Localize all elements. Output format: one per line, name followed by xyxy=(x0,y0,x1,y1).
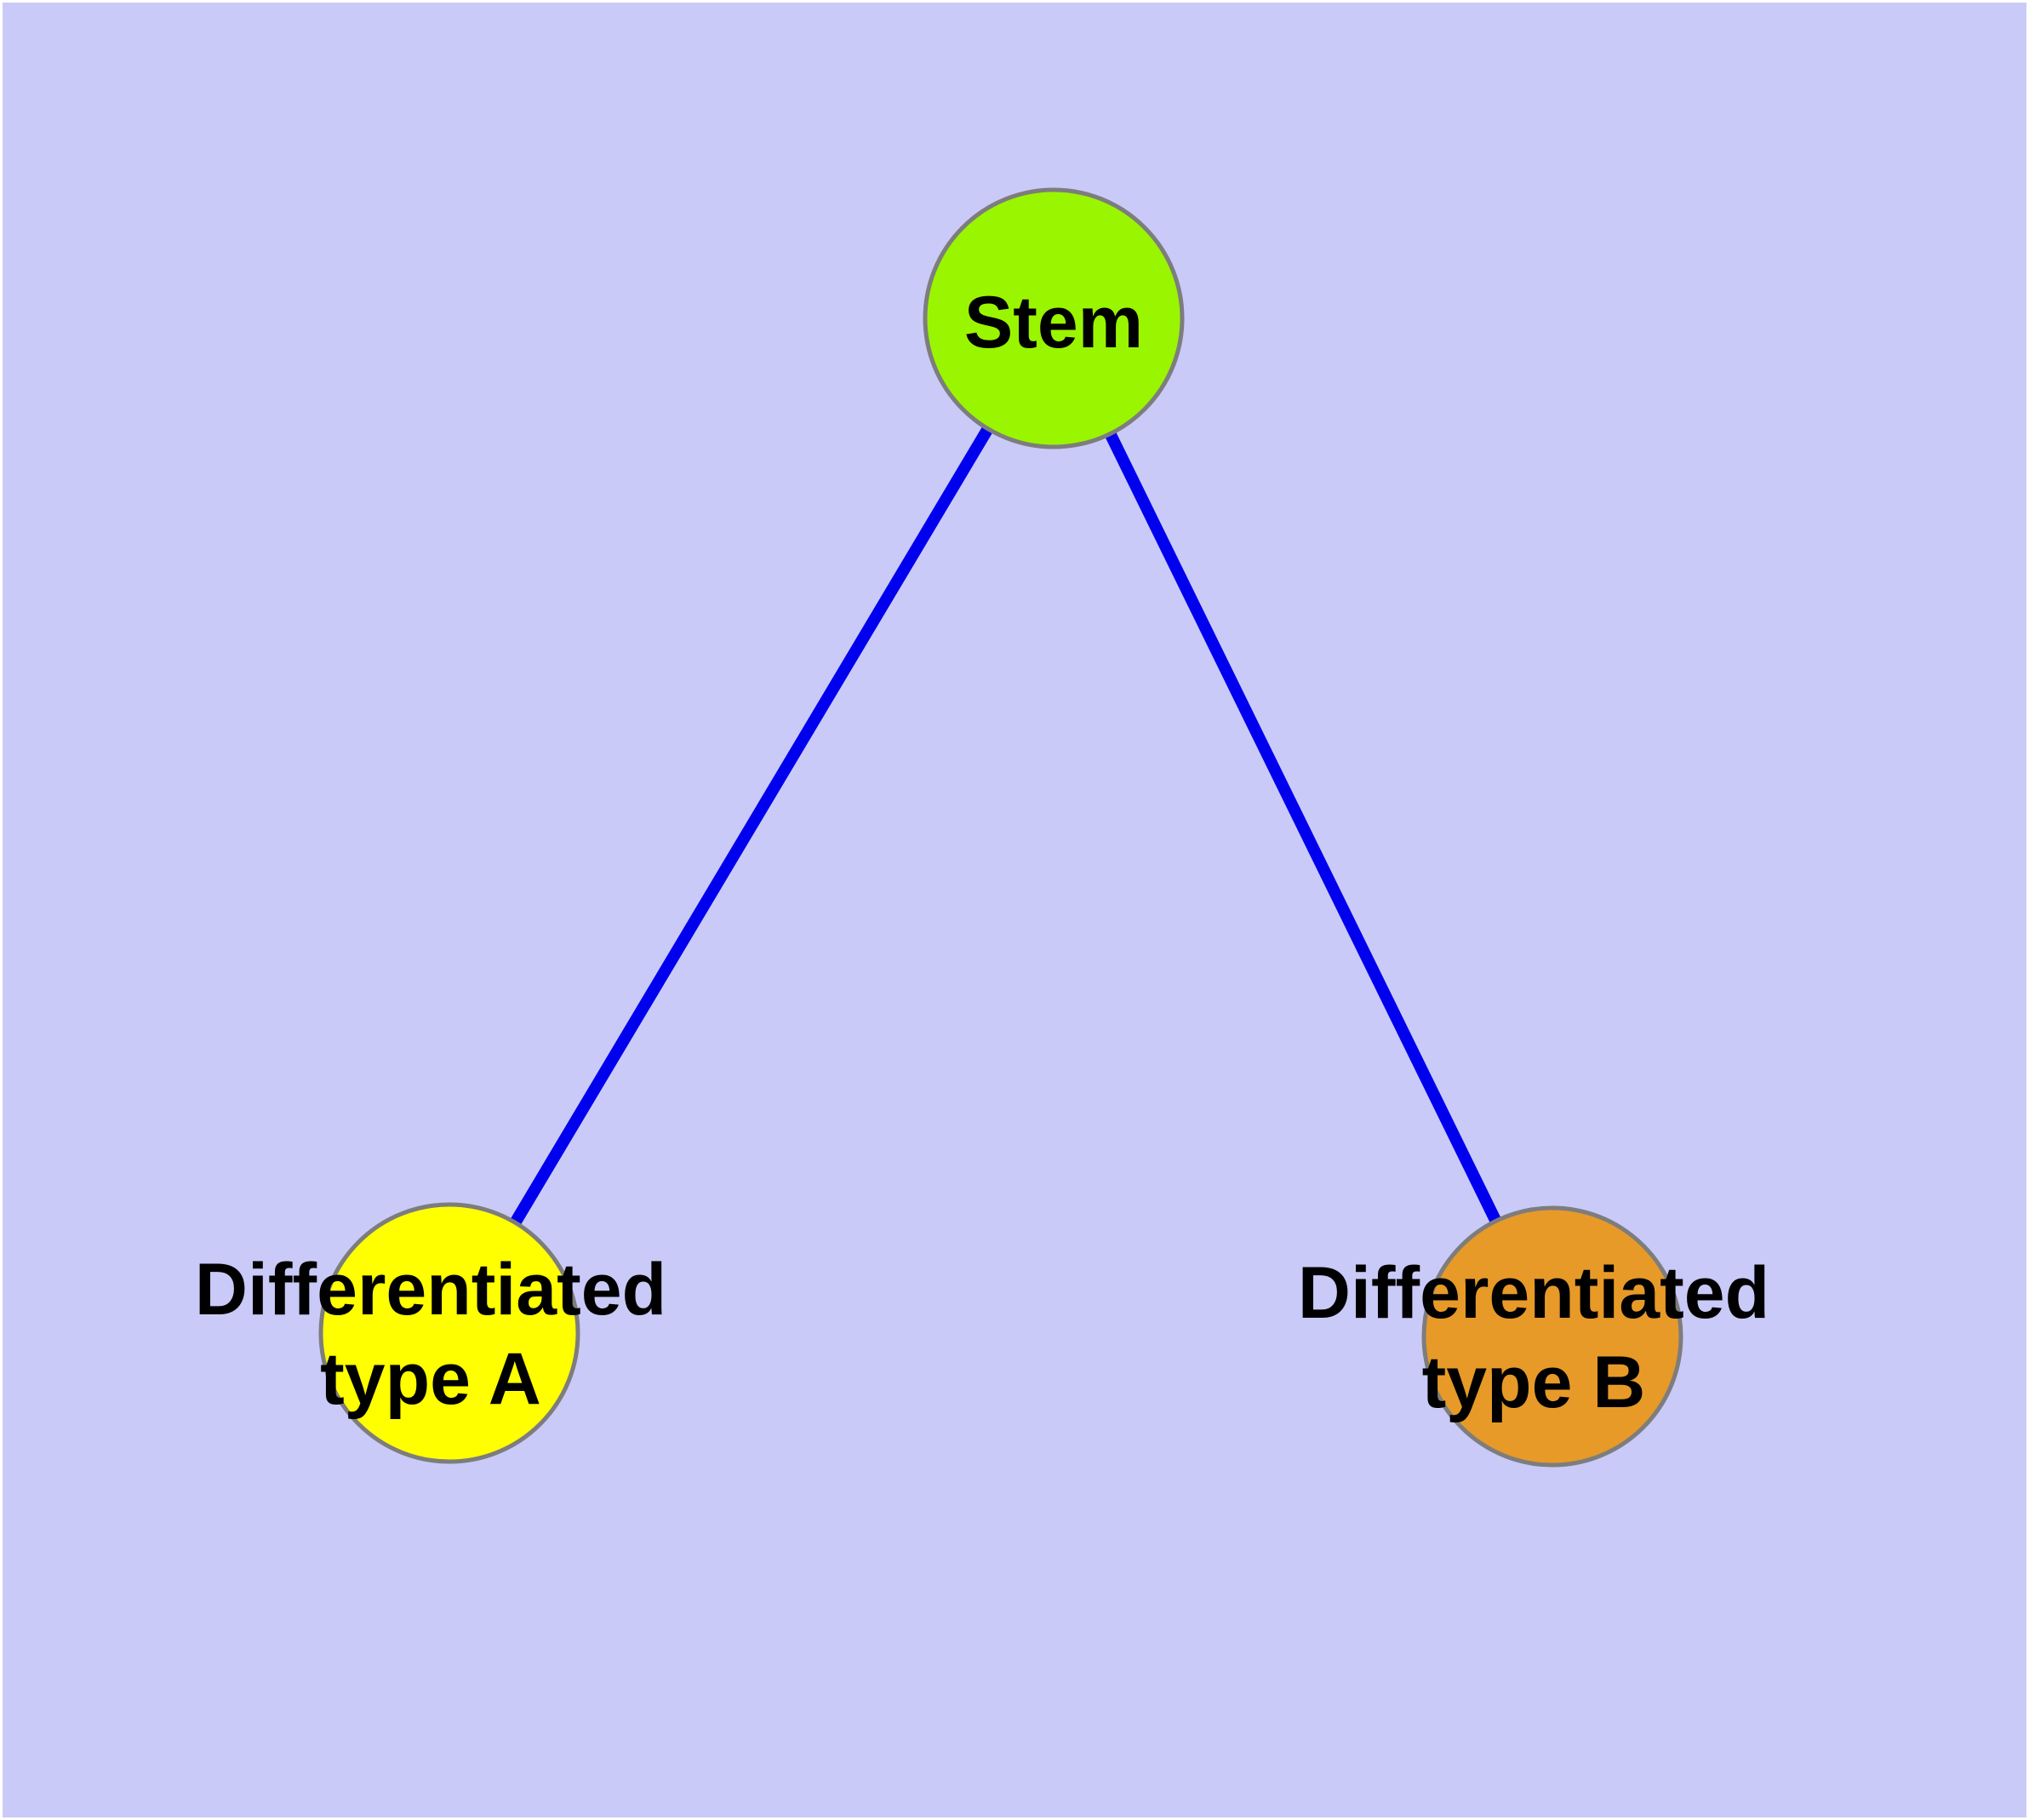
node-stem-label: Stem xyxy=(964,282,1143,363)
edge-stem-to-type-b[interactable] xyxy=(1048,315,1558,1340)
node-type-a-label-line-2: type A xyxy=(320,1338,541,1420)
node-stem[interactable] xyxy=(923,187,1185,449)
edge-stem-to-type-a[interactable] xyxy=(443,315,1060,1336)
node-type-b-label-line-2: type B xyxy=(1422,1342,1646,1423)
node-type-a-label-line-1: Differentiated xyxy=(195,1249,666,1331)
node-type-b-label-line-1: Differentiated xyxy=(1298,1252,1769,1334)
node-type-b[interactable] xyxy=(1421,1205,1683,1468)
node-type-a[interactable] xyxy=(318,1202,580,1464)
